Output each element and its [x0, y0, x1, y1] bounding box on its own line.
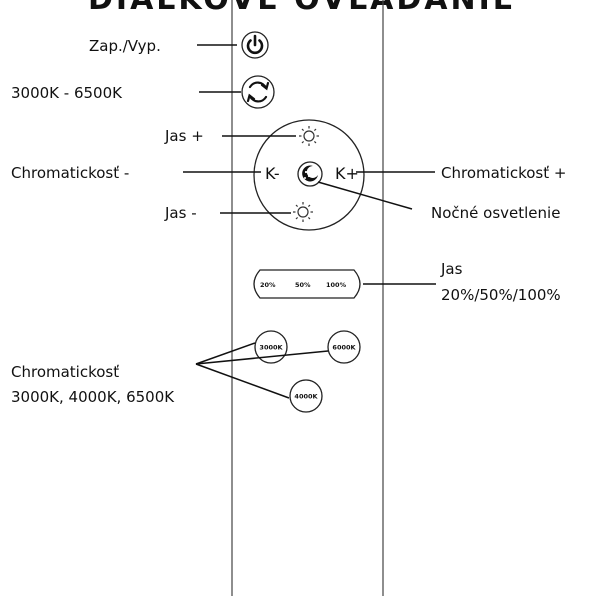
cct-6000k-label: 6000K: [332, 344, 356, 352]
cct-preset-label-2: 3000K, 4000K, 6500K: [11, 388, 175, 406]
cct-preset-leader-lines: [195, 342, 329, 399]
power-label: Zap./Vyp.: [89, 37, 161, 55]
brightness-50-button[interactable]: 50%: [295, 281, 311, 289]
k-minus-button[interactable]: K-: [265, 164, 280, 183]
brightness-preset-label-2: 20%/50%/100%: [441, 286, 561, 304]
brightness-up-label: Jas +: [164, 127, 204, 145]
power-button[interactable]: [241, 31, 269, 59]
sun-icon: [293, 202, 313, 222]
cct-3000k-label: 3000K: [259, 344, 283, 352]
cct-6000k-button[interactable]: 6000K: [327, 330, 361, 364]
chroma-minus-label: Chromatickosť -: [11, 164, 129, 182]
cct-preset-label-1: Chromatickosť: [11, 363, 119, 381]
cct-4000k-button[interactable]: 4000K: [289, 379, 323, 413]
cycle-icon: [246, 81, 270, 103]
remote-body: [231, 0, 384, 596]
brightness-preset-label-1: Jas: [440, 260, 463, 278]
brightness-up-button[interactable]: [299, 126, 319, 146]
cct-toggle-label: 3000K - 6500K: [11, 84, 123, 102]
cct-3000k-button[interactable]: 3000K: [254, 330, 288, 364]
night-light-leader-line: [317, 181, 413, 210]
brightness-100-button[interactable]: 100%: [326, 281, 347, 289]
night-light-label: Nočné osvetlenie: [431, 204, 560, 222]
diagram-title: DIAĽKOVÉ OVLÁDANIE: [88, 0, 516, 17]
brightness-preset-bar: 20% 50% 100%: [253, 269, 361, 299]
cct-toggle-button[interactable]: [241, 75, 275, 109]
brightness-20-button[interactable]: 20%: [260, 281, 276, 289]
moon-icon: [302, 165, 318, 182]
brightness-down-button[interactable]: [293, 202, 313, 222]
cct-4000k-label: 4000K: [294, 393, 318, 401]
chroma-plus-label: Chromatickosť +: [441, 164, 566, 182]
brightness-down-label: Jas -: [164, 204, 197, 222]
night-light-button[interactable]: [297, 161, 323, 187]
sun-icon: [299, 126, 319, 146]
k-plus-button[interactable]: K+: [335, 164, 359, 183]
dpad: K- K+: [253, 119, 365, 231]
power-icon: [246, 34, 264, 55]
